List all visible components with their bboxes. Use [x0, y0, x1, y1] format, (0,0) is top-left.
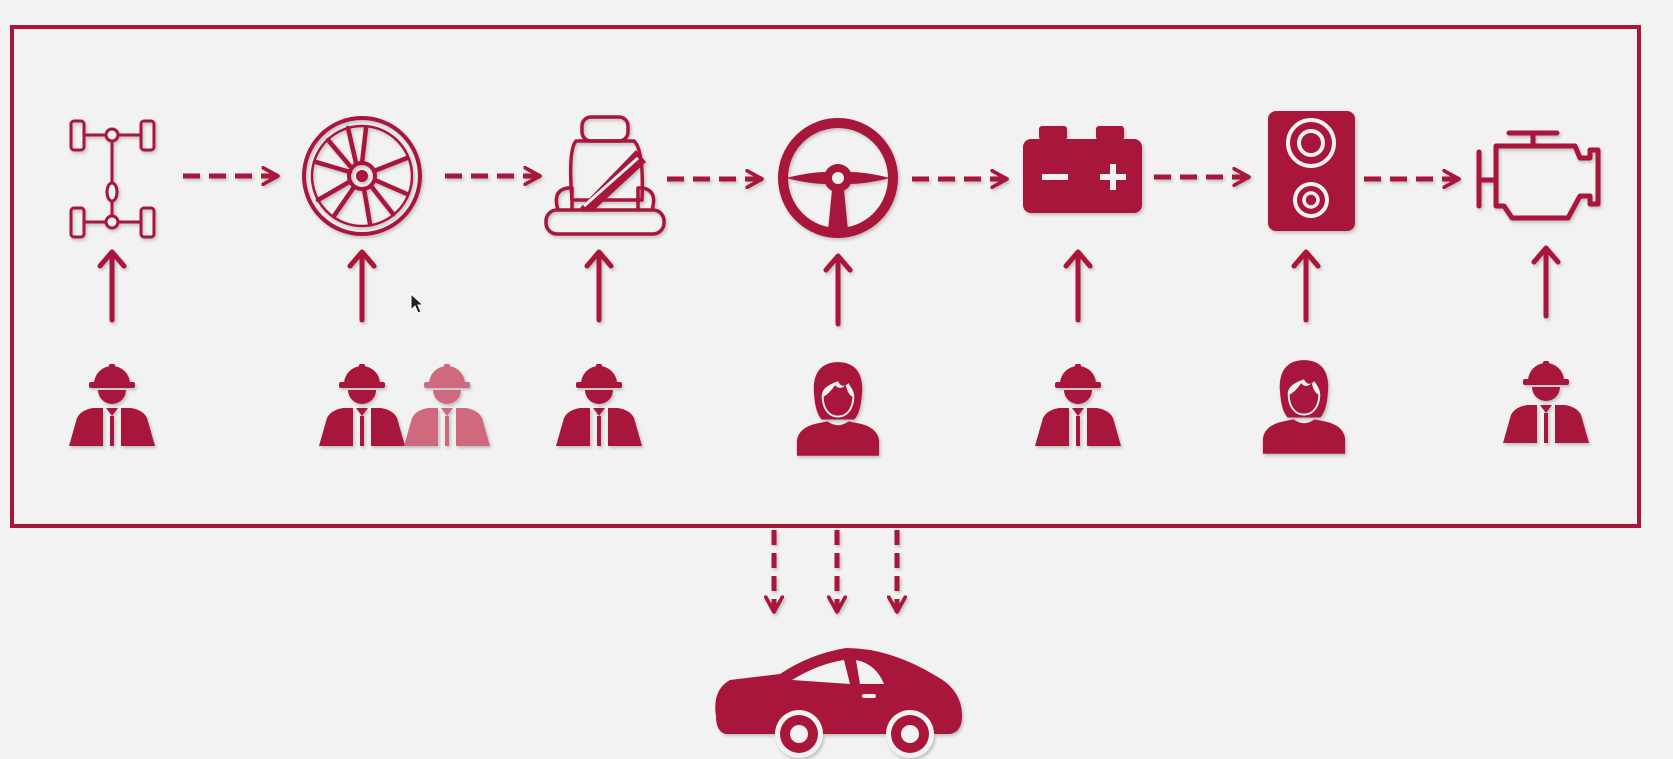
woman-icon	[796, 362, 880, 456]
car-seat-icon	[544, 115, 666, 236]
engine-icon	[1476, 130, 1601, 221]
worker-arrows	[97, 245, 1561, 327]
output-arrows	[774, 530, 897, 612]
woman-icon	[1262, 360, 1346, 454]
flow-arrows	[183, 176, 1459, 179]
chassis-frame-icon	[69, 119, 156, 239]
worker-icon	[1503, 361, 1589, 443]
assembly-frame	[10, 25, 1641, 528]
wheel-rim-icon	[302, 116, 422, 236]
up-arrow	[1063, 249, 1093, 323]
worker-icon	[319, 364, 405, 446]
up-arrow	[347, 249, 377, 323]
up-arrow	[823, 253, 853, 327]
worker-icon	[1035, 364, 1121, 446]
up-arrow	[584, 249, 614, 323]
car-icon	[715, 648, 962, 758]
mouse-pointer-icon	[410, 292, 425, 314]
worker-icon	[404, 364, 490, 446]
worker-icon	[556, 364, 642, 446]
steering-wheel-icon	[778, 118, 898, 238]
up-arrow	[1291, 249, 1321, 323]
car-battery-icon	[1023, 126, 1142, 213]
up-arrow	[1531, 245, 1561, 319]
speaker-icon	[1268, 111, 1355, 231]
up-arrow	[97, 249, 127, 323]
workers	[69, 360, 1589, 456]
worker-icon	[69, 364, 155, 446]
